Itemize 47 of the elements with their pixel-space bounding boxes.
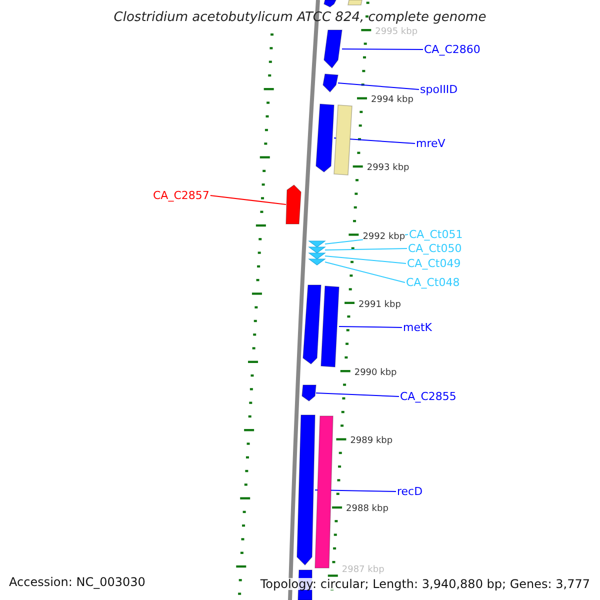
leader-line (324, 256, 406, 264)
gene-feature (302, 284, 322, 365)
gene-label: CA_Ct049 (407, 258, 461, 269)
leader-line (210, 195, 286, 205)
leader-line (342, 48, 424, 50)
gene-feature (348, 0, 362, 6)
gene-feature (320, 286, 340, 368)
gene-feature (316, 104, 334, 173)
gene-feature (302, 384, 316, 402)
gene-label: metK (403, 322, 432, 333)
gene-feature (324, 30, 342, 69)
gene-label: spoIIID (420, 84, 458, 95)
leader-line (338, 82, 420, 90)
chevron-feature (308, 240, 326, 248)
scale-label: 2989 kbp (350, 437, 393, 446)
title: Clostridium acetobutylicum ATCC 824, complete genome (112, 11, 488, 24)
gene-feature (322, 74, 338, 93)
chevron-feature (308, 258, 326, 266)
gene-label: recD (397, 486, 423, 497)
gene-feature (334, 104, 352, 176)
scale-label: 2988 kbp (346, 505, 388, 514)
leader-line (316, 392, 400, 397)
gene-label: CA_Ct051 (409, 229, 463, 240)
gene-feature (324, 0, 337, 8)
gene-label: CA_C2857 (153, 190, 210, 201)
scale-label: 2994 kbp (371, 96, 414, 106)
chevron-feature (308, 252, 326, 260)
leader-line (324, 248, 408, 250)
scale-label: 2991 kbp (358, 300, 401, 310)
gene-label: CA_C2855 (400, 391, 456, 402)
gene-label: CA_Ct048 (406, 277, 460, 288)
gene-feature (286, 184, 302, 224)
chevron-feature (308, 246, 326, 254)
scale-label: 2995 kbp (375, 28, 418, 37)
scale-label: 2987 kbp (342, 566, 384, 575)
gene-feature (314, 416, 334, 568)
gene-label: mreV (416, 138, 446, 149)
accession-text: Accession: NC_003030 (9, 576, 146, 588)
gene-label: CA_C2860 (424, 44, 480, 55)
genome-info-text: Topology: circular; Length: 3,940,880 bp; Genes: 3,777 (260, 578, 590, 590)
scale-label: 2993 kbp (366, 164, 410, 174)
scale-label: 2992 kbp (362, 232, 406, 242)
gene-feature (296, 414, 316, 566)
gene-label: CA_Ct050 (408, 243, 462, 254)
scale-label: 2990 kbp (354, 369, 397, 378)
leader-line (338, 326, 402, 328)
leader-line (324, 262, 406, 283)
